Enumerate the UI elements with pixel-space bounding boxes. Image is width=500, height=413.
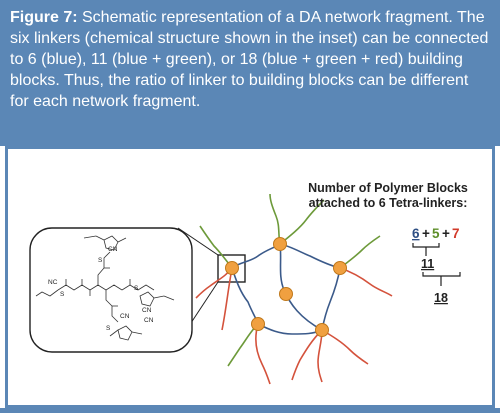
linker-node-3 bbox=[333, 261, 347, 275]
inset-label-s-bottom: S bbox=[106, 325, 111, 332]
legend-term-red: 7 bbox=[452, 226, 460, 241]
legend-brackets bbox=[412, 243, 461, 286]
inset-label-s-left: S bbox=[60, 291, 65, 298]
linker-node-4 bbox=[251, 317, 265, 331]
inset-label-cn-right: CN bbox=[142, 307, 152, 314]
chemical-structure bbox=[35, 235, 175, 341]
legend-term-green: 5 bbox=[432, 226, 440, 241]
highlight-square bbox=[217, 254, 246, 283]
inset-label-nc-left: NC bbox=[48, 279, 58, 286]
zoom-line-top bbox=[177, 227, 219, 256]
inset-label-cn-top: CN bbox=[108, 246, 118, 253]
inset-label-s-right: S bbox=[134, 285, 139, 292]
bottom-strip bbox=[0, 408, 500, 413]
caption-text: Schematic representation of a DA network… bbox=[10, 9, 489, 110]
legend-title-line1: Number of Polymer Blocks bbox=[308, 181, 468, 195]
green-building-blocks bbox=[199, 193, 381, 367]
inset-label-s-top: S bbox=[98, 257, 103, 264]
legend-plus-2: + bbox=[442, 226, 450, 241]
inset-label-cn-bottom2: CN bbox=[144, 317, 154, 324]
legend-equation: 6 + 5 + 7 bbox=[412, 226, 460, 241]
linker-node-1 bbox=[225, 261, 239, 275]
inset-label-cn-bottom: CN bbox=[120, 313, 130, 320]
figure-caption: Figure 7: Schematic representation of a … bbox=[0, 0, 500, 146]
legend-plus-1: + bbox=[422, 226, 430, 241]
legend-term-blue: 6 bbox=[412, 226, 420, 241]
linker-node-5 bbox=[315, 323, 329, 337]
linker-node-6 bbox=[279, 287, 293, 301]
legend-sum-18: 18 bbox=[434, 291, 448, 305]
inset-box bbox=[29, 227, 193, 353]
legend-title-line2: attached to 6 Tetra-linkers: bbox=[309, 196, 468, 210]
legend-sum-11: 11 bbox=[421, 257, 434, 271]
red-building-blocks bbox=[195, 267, 393, 385]
linker-node-2 bbox=[273, 237, 287, 251]
tetra-linker-nodes bbox=[225, 237, 347, 337]
caption-label: Figure 7: bbox=[10, 9, 78, 26]
